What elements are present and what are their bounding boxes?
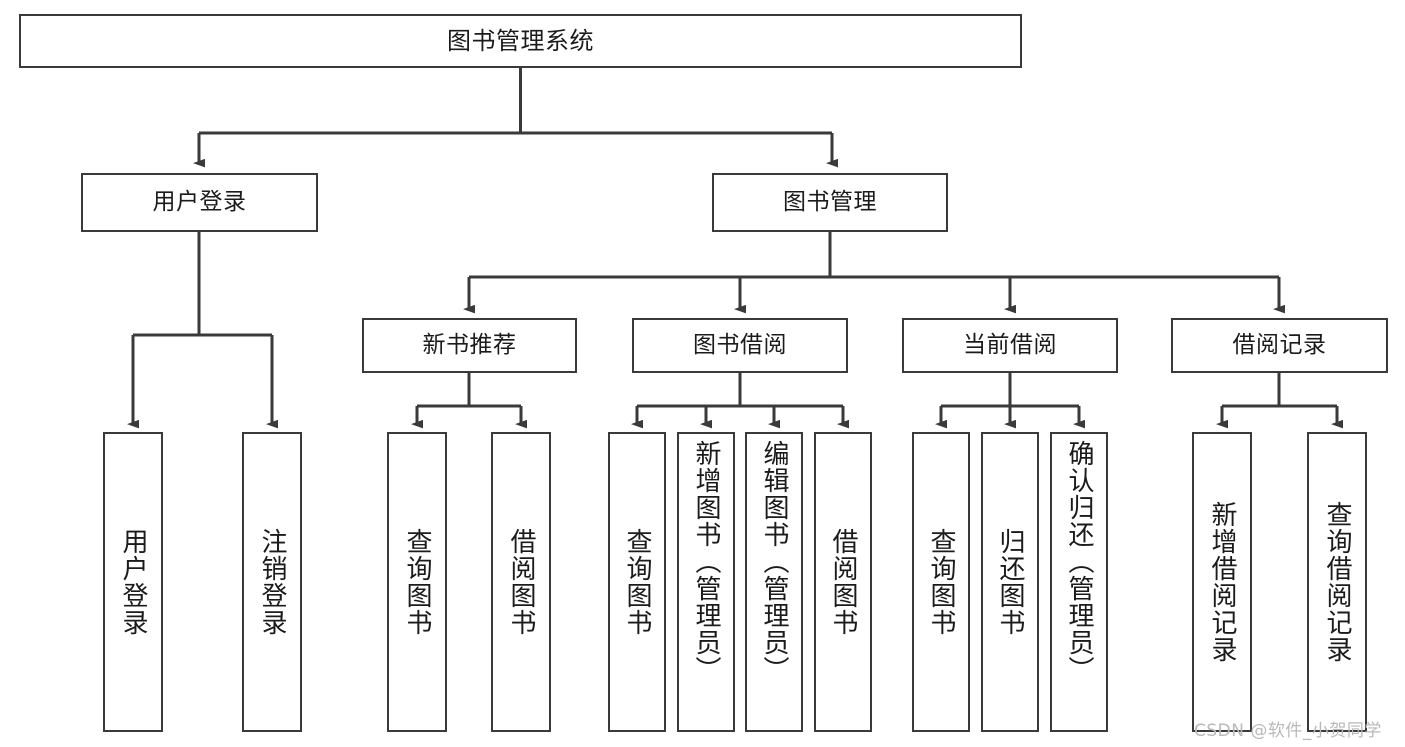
node-book-manage[interactable]: 图书管理 [712,173,948,232]
node-leaf-logout-login[interactable]: 注销登录 [242,432,302,732]
node-label: 借阅图书 [506,528,537,636]
node-leaf-query-book-3[interactable]: 查询图书 [912,432,970,732]
node-leaf-query-book-1[interactable]: 查询图书 [387,432,447,732]
node-book-borrow[interactable]: 图书借阅 [632,318,848,373]
node-label: 图书管理 [783,189,877,215]
node-leaf-edit-book[interactable]: 编辑图书（管理员） [745,432,803,732]
node-leaf-query-record[interactable]: 查询借阅记录 [1307,432,1367,732]
node-label: 图书管理系统 [447,27,594,55]
node-leaf-borrow-book-1[interactable]: 借阅图书 [491,432,551,732]
node-user-login[interactable]: 用户登录 [81,173,318,232]
node-leaf-add-record[interactable]: 新增借阅记录 [1192,432,1252,732]
node-label: 新增借阅记录 [1207,501,1238,663]
node-current-borrow[interactable]: 当前借阅 [902,318,1118,373]
node-label: 用户登录 [152,189,247,215]
node-leaf-query-book-2[interactable]: 查询图书 [608,432,666,732]
node-label: 查询借阅记录 [1322,501,1353,663]
node-leaf-confirm-return[interactable]: 确认归还（管理员） [1050,432,1108,732]
node-leaf-borrow-book-2[interactable]: 借阅图书 [814,432,872,732]
node-label: 借阅记录 [1232,332,1327,358]
node-label: 确认归还（管理员） [1064,440,1095,683]
node-new-book-recommend[interactable]: 新书推荐 [362,318,577,373]
node-label: 查询图书 [926,528,957,636]
node-borrow-record[interactable]: 借阅记录 [1171,318,1388,373]
node-label: 用户登录 [118,528,149,636]
node-label: 查询图书 [622,528,653,636]
node-label: 借阅图书 [828,528,859,636]
node-leaf-add-book[interactable]: 新增图书（管理员） [677,432,735,732]
node-label: 新书推荐 [422,332,517,358]
node-label: 编辑图书（管理员） [759,440,790,683]
node-label: 新增图书（管理员） [691,440,722,683]
node-leaf-user-login[interactable]: 用户登录 [103,432,163,732]
node-book-management-system[interactable]: 图书管理系统 [19,14,1022,68]
node-label: 图书借阅 [693,332,787,358]
node-label: 归还图书 [995,528,1026,636]
node-label: 注销登录 [257,528,288,636]
watermark: CSDN @软件_小贺同学 [1194,721,1382,741]
node-leaf-return-book[interactable]: 归还图书 [981,432,1039,732]
node-label: 当前借阅 [963,332,1057,358]
node-label: 查询图书 [402,528,433,636]
